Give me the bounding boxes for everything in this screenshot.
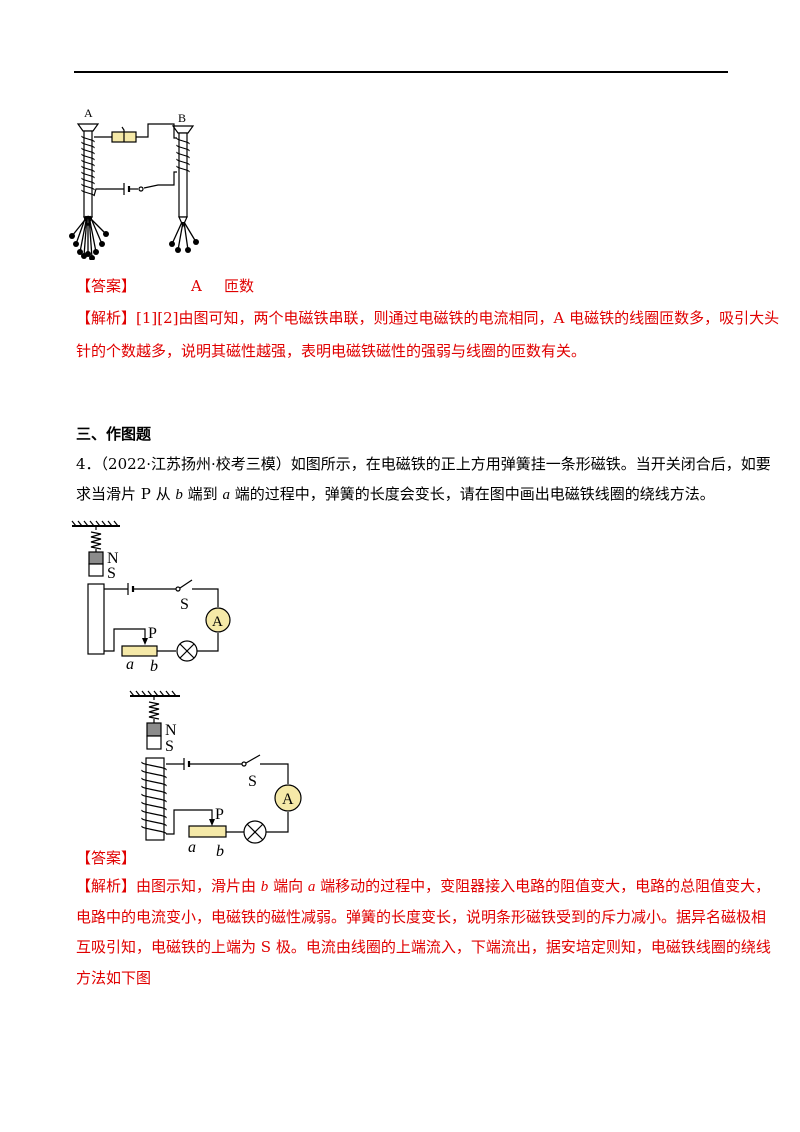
ammeter-label: A [212, 614, 223, 630]
section-title: 三、作图题 [76, 425, 152, 443]
coil-winding [141, 761, 167, 835]
slider-label: P [148, 625, 157, 642]
question-text-2c: 端到 [182, 485, 223, 503]
analysis2-line-2: 电路中的电流变小，电磁铁的磁性减弱。弹簧的长度变长，说明条形磁铁受到的斥力减小。… [76, 908, 767, 926]
question-4-line-1: 4．（2022·江苏扬州·校考三模）如图所示，在电磁铁的正上方用弹簧挂一条形磁铁… [76, 454, 771, 474]
magnet-north-label: N [107, 550, 119, 567]
answer1-value-2: 匝数 [224, 277, 255, 295]
question-text-1: 如图所示，在电磁铁的正上方用弹簧挂一条形磁铁。当开关闭合后，如要 [290, 455, 771, 473]
answer1-tag: 【答案】 [76, 277, 137, 295]
analysis1-tag: 【解析】 [76, 309, 137, 327]
answer-rheostat-icon [188, 825, 227, 838]
answer-end-b-label: b [216, 843, 224, 860]
answer-switch-label: S [248, 773, 257, 790]
header-rule [74, 71, 728, 73]
magnet-south-label: S [107, 565, 116, 582]
analysis2-var-a: a [307, 879, 316, 895]
answer2-tag: 【答案】 [76, 849, 137, 867]
answer-ammeter-icon [274, 784, 302, 812]
answer-magnet-south-label: S [165, 738, 174, 755]
answer-slider-label: P [215, 806, 224, 823]
analysis2-text-1e: 端移动的过程中，变阻器接入电路的阻值变大，电路的总阻值变大， [315, 877, 771, 895]
analysis2-var-b: b [260, 879, 269, 895]
analysis1-line-2: 针的个数越多，说明其磁性越强，表明电磁铁磁性的强弱与线圈的匝数有关。 [76, 342, 587, 360]
question-var-a: a [222, 487, 230, 503]
answer-magnet-north-label: N [165, 722, 177, 739]
ammeter-icon [205, 607, 231, 633]
analysis2-line-4: 方法如下图 [76, 969, 152, 987]
analysis2-text-1a: 由图示知，滑片由 [136, 877, 261, 895]
question-number: 4． [76, 455, 101, 473]
analysis1-text-1: [1][2]由图可知，两个电磁铁串联，则通过电磁铁的电流相同，A 电磁铁的线圈匝… [136, 309, 780, 327]
answer-circuit-figure: N S A P S a b [129, 690, 302, 860]
answer-end-a-label: a [188, 839, 196, 856]
question-4-line-2: 求当滑片 P 从 b 端到 a 端的过程中，弹簧的长度会变长，请在图中画出电磁铁… [76, 484, 715, 505]
rheostat-icon [121, 645, 158, 657]
electromagnets-figure: A B [69, 106, 199, 260]
fig1-label-b: B [178, 111, 186, 125]
analysis2-line-1: 【解析】由图示知，滑片由 b 端向 a 端移动的过程中，变阻器接入电路的阻值变大… [76, 876, 770, 897]
fig1-label-a: A [84, 106, 93, 120]
analysis1-line-1: 【解析】[1][2]由图可知，两个电磁铁串联，则通过电磁铁的电流相同，A 电磁铁… [76, 308, 779, 328]
analysis2-tag: 【解析】 [76, 877, 137, 895]
answer1-value-1: A [191, 277, 202, 295]
answer1: 【答案】 A 匝数 [76, 276, 254, 296]
analysis2-line-3: 互吸引知，电磁铁的上端为 S 极。电流由线圈的上端流入，下端流出，据安培定则知，… [76, 938, 771, 956]
end-a-label: a [126, 656, 134, 672]
question-var-b: b [175, 487, 183, 503]
question-source: （2022·江苏扬州·校考三模） [100, 455, 291, 473]
analysis2-text-1c: 端向 [268, 877, 308, 895]
end-b-label: b [150, 658, 158, 672]
question-circuit-figure: N S A P S a b [71, 520, 231, 672]
question-text-2e: 端的过程中，弹簧的长度会变长，请在图中画出电磁铁线圈的绕线方法。 [229, 485, 715, 503]
question-text-2a: 求当滑片 P 从 [76, 485, 176, 503]
switch-label: S [180, 596, 189, 613]
answer-ammeter-label: A [282, 791, 294, 808]
